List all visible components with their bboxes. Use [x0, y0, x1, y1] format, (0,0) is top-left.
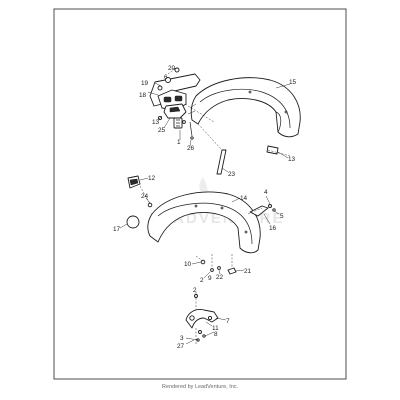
callout-3: 3 — [180, 335, 184, 342]
license-strap — [216, 149, 227, 175]
callout-18: 18 — [139, 92, 147, 99]
callout-13: 13 — [152, 119, 160, 126]
callout-12: 12 — [148, 175, 156, 182]
callout-23: 23 — [228, 171, 236, 178]
callout-10: 10 — [184, 261, 192, 268]
callout-7: 7 — [226, 318, 230, 325]
reflector-lens — [126, 215, 140, 229]
callout-9: 9 — [208, 275, 212, 282]
callout-27: 27 — [177, 343, 185, 350]
footer-credit: Rendered by LeadVenture, Inc. — [161, 384, 239, 390]
callout-11: 11 — [212, 325, 219, 332]
callout-22: 22 — [216, 274, 224, 281]
callout-6: 6 — [164, 74, 168, 81]
callout-19: 19 — [141, 80, 149, 87]
fender-mount-bracket — [185, 309, 219, 329]
callout-17: 17 — [113, 226, 121, 233]
callout-15: 15 — [289, 79, 297, 86]
callout-8: 8 — [214, 331, 218, 338]
callout-16: 16 — [269, 225, 277, 232]
callout-4: 4 — [264, 189, 268, 196]
callout-20: 20 — [168, 65, 176, 72]
callout-5: 5 — [280, 213, 284, 220]
callout-14: 14 — [240, 195, 248, 202]
callout-1: 1 — [177, 139, 181, 146]
callout-2: 2 — [200, 277, 204, 284]
front-fender-assembly — [126, 175, 276, 344]
callout-24: 24 — [141, 193, 149, 200]
callout-labels: 20 6 19 18 15 13 25 1 26 13 23 12 24 14 … — [113, 65, 297, 350]
fender-tip — [249, 205, 269, 217]
rear-fender-assembly — [149, 67, 301, 175]
leader-lines — [119, 67, 291, 345]
callout-21: 21 — [244, 268, 252, 275]
diagram-frame — [53, 8, 347, 380]
callout-26: 26 — [187, 145, 195, 152]
callout-25: 25 — [158, 127, 166, 134]
callout-13: 13 — [288, 156, 296, 163]
callout-2: 2 — [193, 287, 197, 294]
